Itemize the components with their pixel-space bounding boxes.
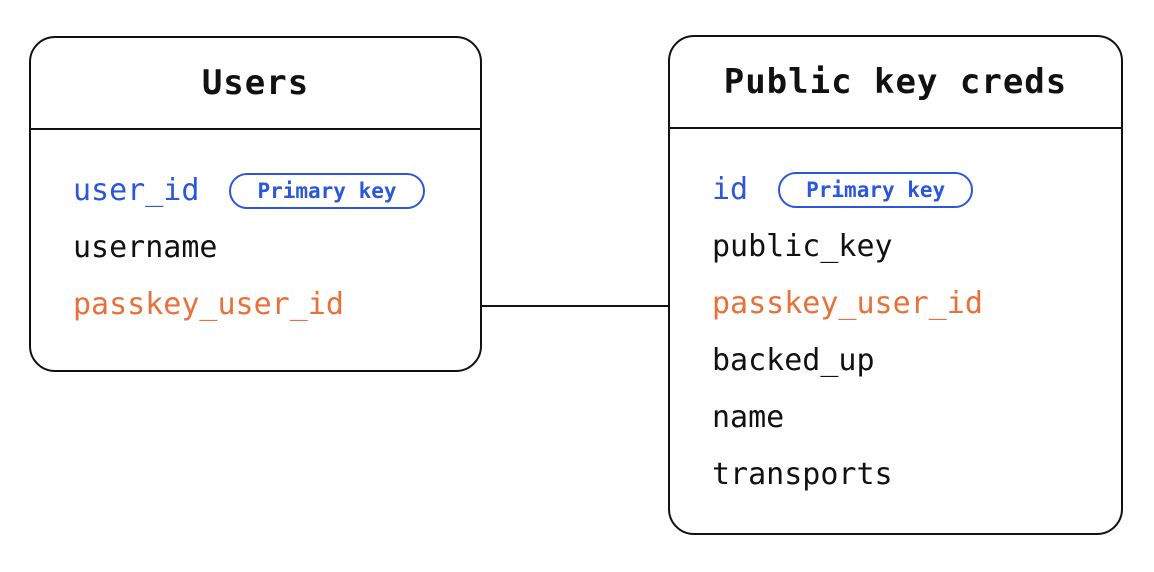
field-row: public_key <box>712 218 1101 275</box>
field-name-foreign-key: passkey_user_id <box>712 286 983 321</box>
field-row: passkey_user_id <box>712 275 1101 332</box>
field-row: name <box>712 389 1101 446</box>
primary-key-badge: Primary key <box>229 172 425 209</box>
field-row: backed_up <box>712 332 1101 389</box>
field-name: public_key <box>712 229 893 264</box>
primary-key-badge: Primary key <box>778 171 974 208</box>
table-header: Users <box>31 38 480 130</box>
table-title: Public key creds <box>723 62 1068 102</box>
field-name: name <box>712 400 785 435</box>
table-header: Public key creds <box>670 37 1121 129</box>
field-row: passkey_user_id <box>73 276 460 333</box>
field-name-foreign-key: passkey_user_id <box>73 287 344 322</box>
field-name: backed_up <box>712 343 875 378</box>
field-name: username <box>73 230 218 265</box>
table-node-public-key-creds[interactable]: Public key creds id Primary key public_k… <box>668 35 1123 535</box>
table-title: Users <box>201 63 310 103</box>
relationship-connector-line <box>482 305 668 307</box>
field-row: username <box>73 219 460 276</box>
field-row: user_id Primary key <box>73 162 460 219</box>
field-name-primary-key: user_id <box>73 173 200 208</box>
field-row: transports <box>712 446 1101 503</box>
table-field-list: user_id Primary key username passkey_use… <box>31 130 480 333</box>
field-name: transports <box>712 457 893 492</box>
table-node-users[interactable]: Users user_id Primary key username passk… <box>29 36 482 372</box>
table-field-list: id Primary key public_key passkey_user_i… <box>670 129 1121 503</box>
field-name-primary-key: id <box>712 172 749 207</box>
field-row: id Primary key <box>712 161 1101 218</box>
